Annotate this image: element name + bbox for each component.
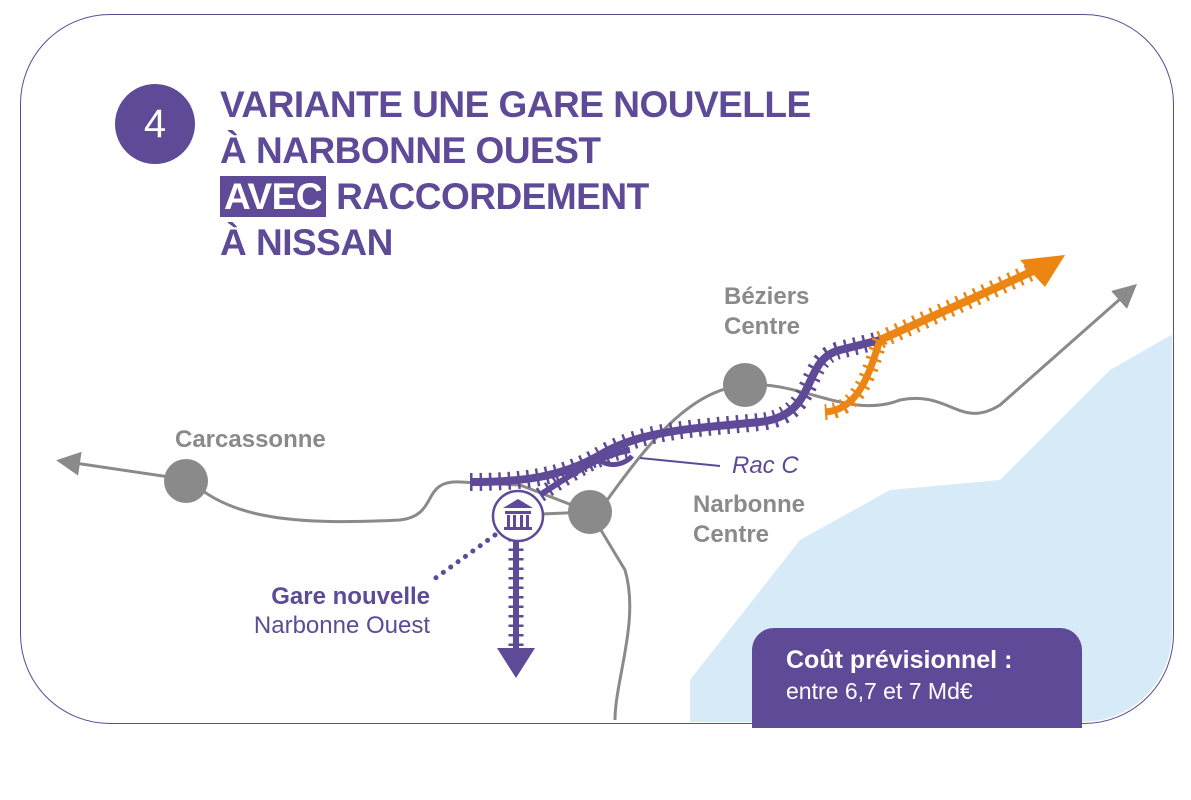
new-line-orange	[823, 255, 1065, 420]
station-carcassonne	[164, 459, 208, 503]
title-line-3: RACCORDEMENT	[336, 176, 649, 217]
station-narbonne-centre	[568, 490, 612, 534]
variant-number-badge: 4	[115, 84, 195, 164]
title-line-1: VARIANTE UNE GARE NOUVELLE	[220, 84, 811, 125]
cost-heading: Coût prévisionnel :	[786, 646, 1013, 674]
title-line-4: À NISSAN	[220, 222, 393, 263]
title-highlight: AVEC	[220, 176, 327, 217]
label-carcassonne: Carcassonne	[175, 426, 326, 453]
label-rac-c: Rac C	[732, 452, 799, 479]
cost-box: Coût prévisionnel : entre 6,7 et 7 Md€	[752, 628, 1082, 728]
cost-value: entre 6,7 et 7 Md€	[786, 678, 973, 704]
gare-nouvelle-icon	[491, 489, 545, 543]
title-line-2: À NARBONNE OUEST	[220, 130, 601, 171]
page-title: VARIANTE UNE GARE NOUVELLE À NARBONNE OU…	[220, 82, 811, 266]
station-beziers	[723, 363, 767, 407]
new-line-purple	[427, 331, 883, 678]
existing-lines	[56, 284, 1137, 721]
